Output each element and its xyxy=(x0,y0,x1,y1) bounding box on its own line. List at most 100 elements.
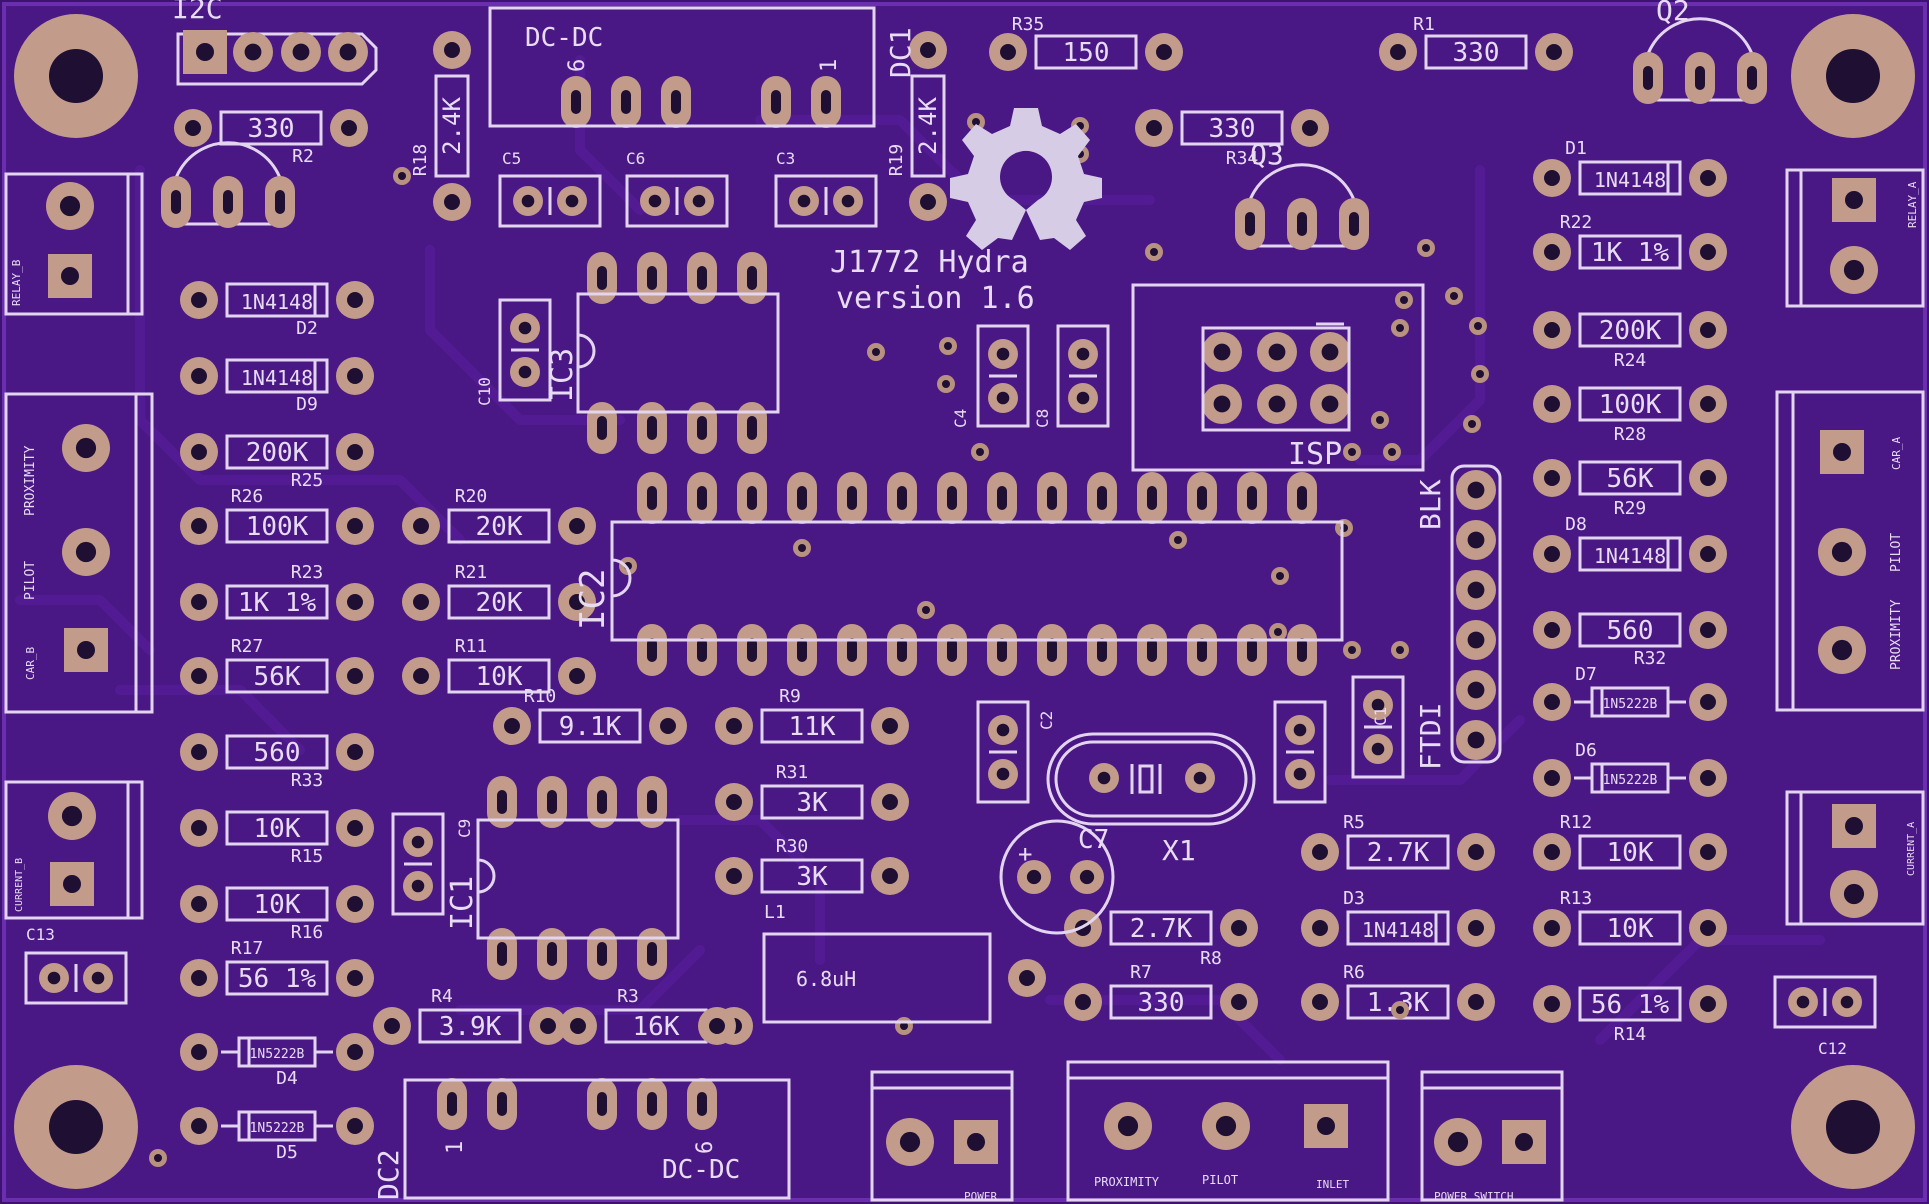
value-r28: 100K xyxy=(1599,390,1662,420)
value-r14: 56 1% xyxy=(1591,990,1670,1020)
label-blk: BLK xyxy=(1414,479,1447,530)
terminal-inlet xyxy=(1066,1060,1390,1202)
ref-r13: R13 xyxy=(1560,888,1593,909)
value-rq3: 330 xyxy=(1209,114,1256,144)
ref-rq3: R34 xyxy=(1226,148,1259,169)
value-r13: 10K xyxy=(1607,914,1654,944)
label-power-switch: POWER SWITCH xyxy=(1434,1190,1513,1203)
terminal-pads-3 xyxy=(1830,178,1878,294)
ref-d1: D1 xyxy=(1565,138,1587,159)
open-hardware-gear-icon xyxy=(950,108,1102,250)
value-r16: 10K xyxy=(254,890,301,920)
ic2-pins xyxy=(637,472,1317,676)
value-r27: 56K xyxy=(254,662,301,692)
value-r17: 56 1% xyxy=(238,964,317,994)
value-r7: 330 xyxy=(1138,988,1185,1018)
component-r13: 10K R13 xyxy=(1533,888,1727,947)
value-d6: 1N5222B xyxy=(1603,773,1658,788)
value-r25: 200K xyxy=(246,438,309,468)
ref-r20: R20 xyxy=(455,486,488,507)
label-pilot-inlet: PILOT xyxy=(1202,1173,1238,1187)
header-ftdi xyxy=(1450,464,1502,764)
vias xyxy=(149,113,1489,1167)
capacitor-c12 xyxy=(1773,975,1877,1029)
ref-r33: R33 xyxy=(291,770,324,791)
label-l1: L1 xyxy=(764,902,786,923)
label-current-b: CURRENT_B xyxy=(14,858,25,912)
component-r22: 1K 1% R22 xyxy=(1533,212,1727,271)
ref-r23: R23 xyxy=(291,562,324,583)
label-c2: C2 xyxy=(1037,711,1056,730)
ref-r26: R26 xyxy=(231,486,264,507)
silkscreen-labels: J1772 Hydra version 1.6 I2C DC-DC DC-DC … xyxy=(10,0,1919,1203)
capacitor-c9 xyxy=(391,812,445,916)
ref-r6: R6 xyxy=(1343,962,1365,983)
label-isp: ISP xyxy=(1288,437,1342,472)
ref-d8: D8 xyxy=(1565,514,1587,535)
value-r22: 1K 1% xyxy=(1591,238,1670,268)
ref-r21: R21 xyxy=(455,562,488,583)
label-dcdc2-pin1: 1 xyxy=(443,1141,468,1154)
value-r24: 200K xyxy=(1599,316,1662,346)
value-r9: 11K xyxy=(789,712,836,742)
ref-d9: D9 xyxy=(296,394,318,415)
dcdc2-pins xyxy=(437,1078,717,1130)
label-car-b: CAR_B xyxy=(24,647,37,680)
component-r14: 56 1%R14 xyxy=(1533,985,1727,1045)
label-c7-plus: + xyxy=(1018,840,1032,868)
ref-r3: R3 xyxy=(617,986,639,1007)
label-q3: Q3 xyxy=(1250,138,1284,171)
ref-r35: R35 xyxy=(1012,14,1045,35)
label-dc2: DC2 xyxy=(372,1149,405,1200)
ic1-chip xyxy=(476,818,680,940)
terminal-pads-6 xyxy=(886,1118,998,1166)
ref-r16: R16 xyxy=(291,922,324,943)
label-current-a: CURRENT_A xyxy=(1906,822,1917,876)
value-r8: 2.7K xyxy=(1130,914,1193,944)
capacitor-c7-outline xyxy=(999,819,1115,935)
value-r1: 330 xyxy=(1453,38,1500,68)
value-r26: 100K xyxy=(246,512,309,542)
ref-r29: R29 xyxy=(1614,498,1647,519)
label-dcdc2: DC-DC xyxy=(662,1155,740,1185)
terminal-car-a xyxy=(1775,390,1925,712)
terminal-current-a xyxy=(1785,790,1925,926)
terminal-pads-7 xyxy=(1104,1102,1348,1150)
value-r29: 56K xyxy=(1607,464,1654,494)
value-r32: 560 xyxy=(1607,616,1654,646)
label-proximity-inlet: PROXIMITY xyxy=(1094,1175,1160,1189)
header-isp xyxy=(1202,322,1350,424)
transistor-q3 xyxy=(1235,163,1369,250)
ref-d4: D4 xyxy=(276,1068,298,1089)
value-r18: 2.4K xyxy=(438,97,466,155)
ref-r2: R2 xyxy=(292,146,314,167)
value-r4: 3.9K xyxy=(439,1012,502,1042)
capacitor-c2 xyxy=(976,700,1030,804)
terminal-relay-b xyxy=(4,172,144,316)
isp-area xyxy=(1131,283,1425,472)
value-r33: 560 xyxy=(254,738,301,768)
ref-r25: R25 xyxy=(291,470,324,491)
label-c10: C10 xyxy=(475,377,494,406)
value-r3: 16K xyxy=(633,1012,680,1042)
ref-r1: R1 xyxy=(1413,14,1435,35)
ref-r22: R22 xyxy=(1560,212,1593,233)
capacitor-c4 xyxy=(976,324,1030,428)
dcdc2-outline xyxy=(403,1078,791,1200)
label-power: POWER xyxy=(964,1190,997,1203)
ref-r24: R24 xyxy=(1614,350,1647,371)
value-d1: 1N4148 xyxy=(1594,168,1666,192)
label-c3: C3 xyxy=(776,149,795,168)
